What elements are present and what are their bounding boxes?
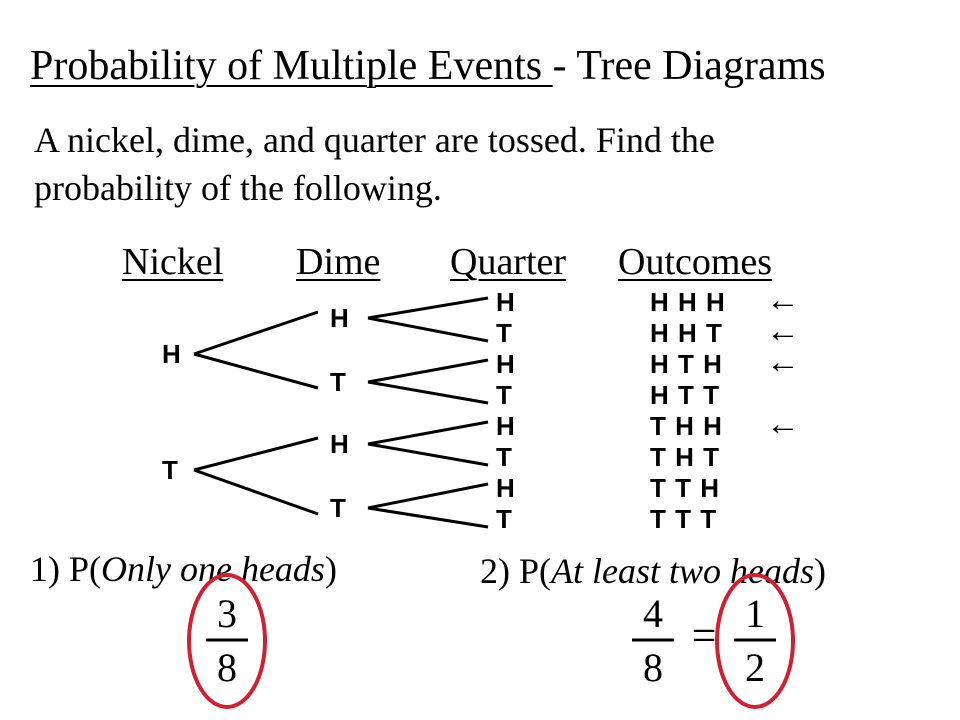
nickel-node-1: T: [162, 455, 178, 485]
answer-2a-denominator: 8: [643, 645, 663, 690]
left-arrow-icon: ←: [766, 313, 800, 350]
column-header-dime: Dime: [296, 241, 381, 283]
question-1-prefix: 1) P(: [30, 549, 101, 589]
question-2: 2) P(At least two heads): [480, 550, 826, 592]
branch-dime-2-quarter-4: [367, 420, 489, 446]
intro-line-2: probability of the following.: [34, 168, 442, 208]
outcome-row: H T T: [650, 380, 720, 410]
branch-dime-1-quarter-3: [367, 380, 489, 405]
dime-node-0: H: [330, 303, 349, 333]
dime-node-3: T: [330, 493, 346, 523]
dime-node-2: H: [330, 429, 349, 459]
answer-2-equals: =: [691, 611, 717, 660]
intro-line-1: A nickel, dime, and quarter are tossed. …: [34, 120, 715, 160]
answer-1-denominator: 8: [217, 645, 237, 690]
outcome-row: H H T: [650, 318, 723, 348]
title-rest: - Tree Diagrams: [552, 43, 826, 89]
title-underlined: Probability of Multiple Events: [30, 43, 553, 89]
column-header-quarter: Quarter: [450, 241, 567, 283]
nickel-node-0: H: [162, 339, 181, 369]
answer-1-numerator: 3: [217, 591, 237, 636]
answer-2b-numerator: 1: [745, 591, 765, 636]
branch-nickel-0-dime-1: [193, 352, 319, 390]
branch-dime-2-quarter-5: [367, 442, 489, 467]
quarter-node-6: H: [496, 473, 515, 503]
branch-nickel-0-dime-0: [193, 310, 319, 356]
page-title: Probability of Multiple Events - Tree Di…: [30, 40, 826, 92]
quarter-node-5: T: [496, 442, 512, 472]
column-header-outcomes: Outcomes: [618, 241, 773, 283]
branch-dime-1-quarter-2: [367, 358, 489, 384]
quarter-node-0: H: [496, 287, 515, 317]
outcome-row: T T H: [650, 473, 720, 503]
question-2-event: At least two heads: [551, 551, 814, 591]
question-2-suffix: ): [814, 551, 826, 591]
outcome-row: T H T: [650, 442, 720, 472]
left-arrow-icon: ←: [766, 282, 800, 319]
quarter-node-7: T: [496, 504, 512, 534]
question-1-suffix: ): [324, 549, 337, 589]
quarter-node-4: H: [496, 411, 515, 441]
outcome-row: H H H: [650, 287, 726, 317]
branch-nickel-1-dime-2: [193, 436, 319, 472]
question-2-prefix: 2) P(: [480, 551, 551, 591]
answer-1-circle: [187, 573, 267, 709]
outcome-row: T H H: [650, 411, 723, 441]
branch-dime-0-quarter-0: [367, 296, 489, 320]
branch-dime-0-quarter-1: [367, 316, 489, 343]
branch-dime-3-quarter-7: [367, 506, 489, 529]
left-arrow-icon: ←: [766, 406, 800, 443]
outcome-row: T T T: [650, 504, 718, 534]
quarter-node-2: H: [496, 349, 515, 379]
column-header-nickel: Nickel: [122, 241, 224, 283]
branch-dime-3-quarter-6: [367, 482, 489, 510]
left-arrow-icon: ←: [766, 344, 800, 381]
branch-nickel-1-dime-3: [193, 468, 319, 516]
dime-node-1: T: [330, 367, 346, 397]
question-1: 1) P(Only one heads): [30, 548, 337, 590]
outcome-row: H T H: [650, 349, 723, 379]
quarter-node-1: T: [496, 318, 512, 348]
answer-2b-circle: [715, 573, 795, 709]
answer-2a-numerator: 4: [643, 591, 663, 636]
question-1-event: Only one heads: [101, 549, 325, 589]
quarter-node-3: T: [496, 380, 512, 410]
answer-2b-denominator: 2: [745, 645, 765, 690]
